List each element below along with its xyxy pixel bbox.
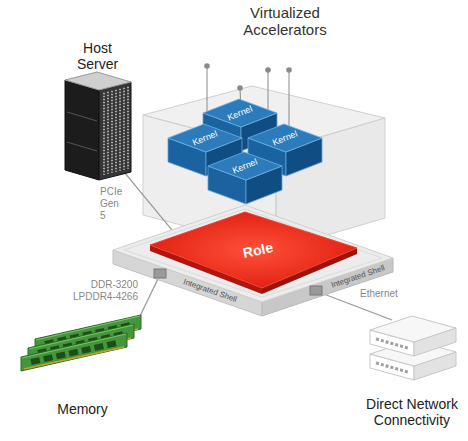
- cable-line: [140, 275, 160, 316]
- kernel-cube: Kernel: [206, 150, 284, 206]
- host-server: Host Server: [55, 40, 140, 182]
- cube-shape: [206, 150, 284, 206]
- label-holder: Ethernet: [360, 288, 406, 300]
- memory: Memory: [15, 305, 150, 423]
- leader-dots: [204, 63, 292, 91]
- memory-illustration: [15, 305, 150, 385]
- interface-label: Ethernet: [360, 288, 406, 300]
- switch-illustration: [362, 312, 462, 392]
- cable-line: [125, 173, 172, 230]
- title-holder: Virtualized Accelerators: [228, 4, 342, 39]
- network-switch: Direct Network Connectivity: [362, 312, 462, 437]
- server-caption: Host Server: [70, 40, 126, 72]
- integrated-shell: Integrated ShellIntegrated ShellRole: [110, 190, 400, 320]
- label-holder: PCIe Gen 5: [100, 186, 124, 222]
- label-holder: DDR-3200 LPDDR4-4266: [72, 279, 138, 303]
- interface-label: PCIe Gen 5: [100, 186, 124, 222]
- network-caption: Direct Network Connectivity: [362, 396, 462, 428]
- memory-caption: Memory: [18, 401, 148, 417]
- role-slab: Role: [148, 208, 360, 298]
- diagram-title: Virtualized Accelerators: [228, 4, 342, 39]
- interface-label: DDR-3200 LPDDR4-4266: [72, 279, 138, 303]
- server-illustration: [55, 72, 140, 182]
